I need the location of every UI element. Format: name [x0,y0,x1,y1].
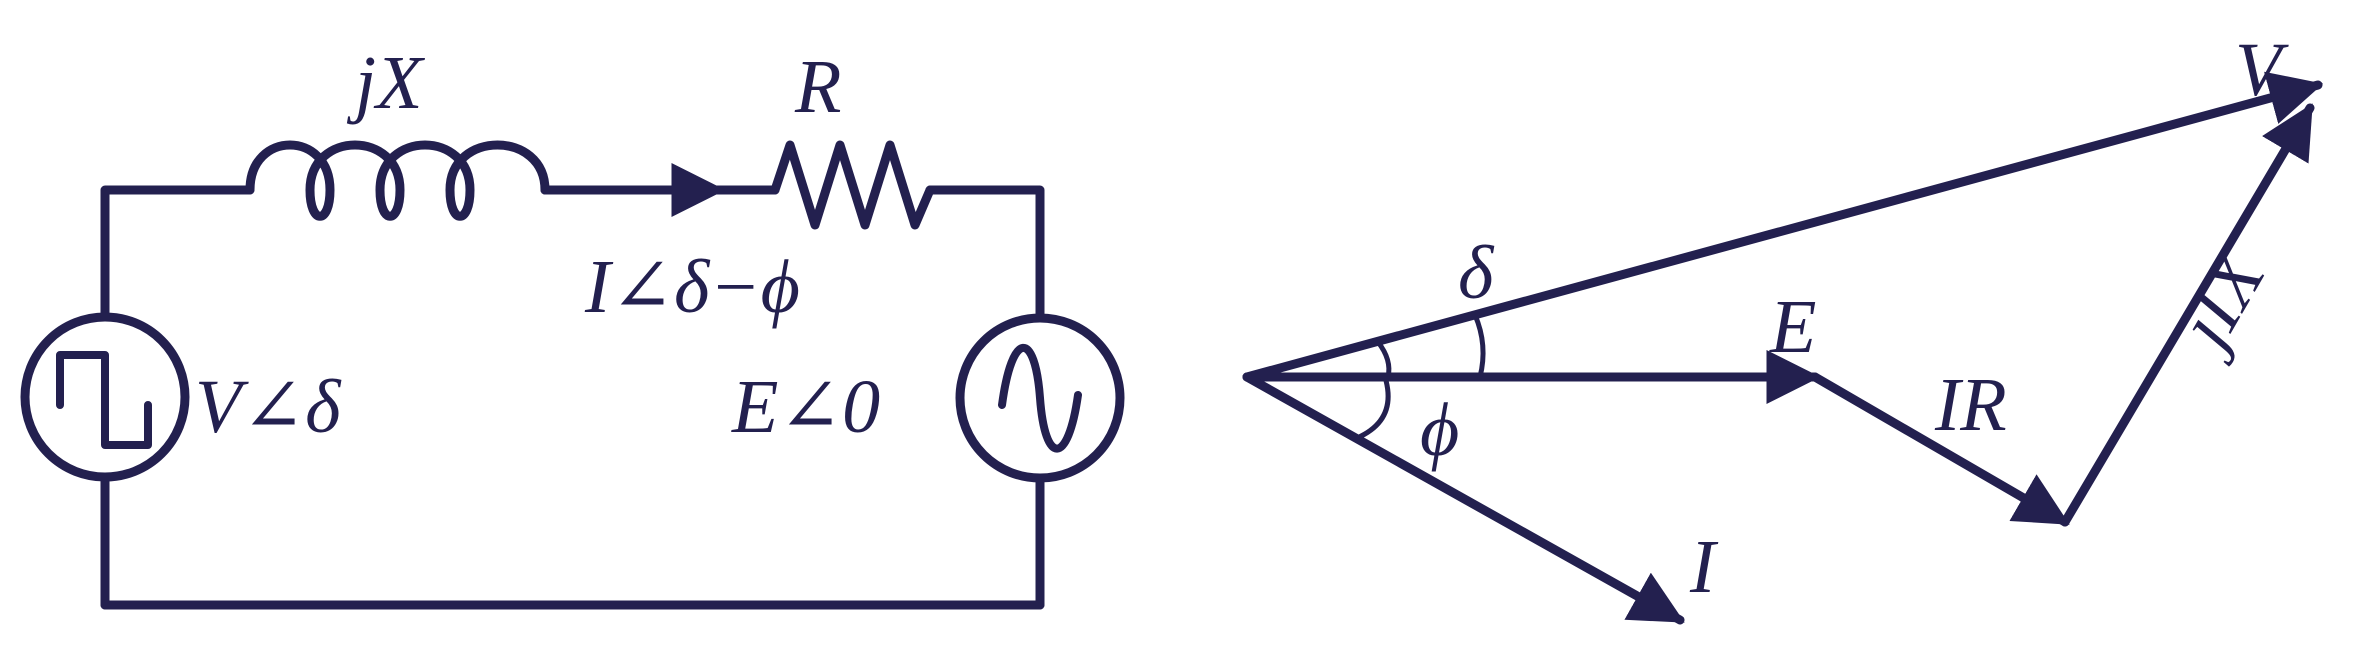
phasor-i [1242,372,1685,625]
source-left-label: V∠δ [195,365,342,449]
source-right-circle [955,313,1125,483]
delta-arc-inner [1375,339,1392,380]
phi-arc [1354,374,1391,441]
phasor-diagram: V δ E ϕ IR jIX I [1242,28,2324,625]
v-label: V [2235,28,2289,112]
phasor-ir [1810,372,2070,527]
current-label: I∠δ−ϕ [584,245,800,329]
source-left-circle [20,312,190,482]
jix-label: jIX [2157,236,2282,368]
wire-top-left [100,185,255,320]
inductor-coil [245,140,550,221]
inductor-label: jX [346,41,425,125]
resistor [770,140,935,230]
wire-top-right [925,185,1045,323]
resistor-label: R [794,45,841,129]
phasor-jix [2060,103,2315,527]
source-right-label: E∠0 [731,365,880,449]
phasor-v [1242,71,2324,382]
square-wave-icon [56,351,152,449]
e-label: E [1769,285,1816,369]
sine-wave-icon [998,343,1082,453]
delta-label: δ [1458,231,1495,315]
i-label: I [1689,525,1719,609]
ir-label: IR [1934,363,2007,447]
phi-label: ϕ [1420,388,1459,472]
circuit: jX R I∠δ−ϕ V∠δ E∠0 [20,41,1125,610]
delta-arc [1472,312,1486,380]
